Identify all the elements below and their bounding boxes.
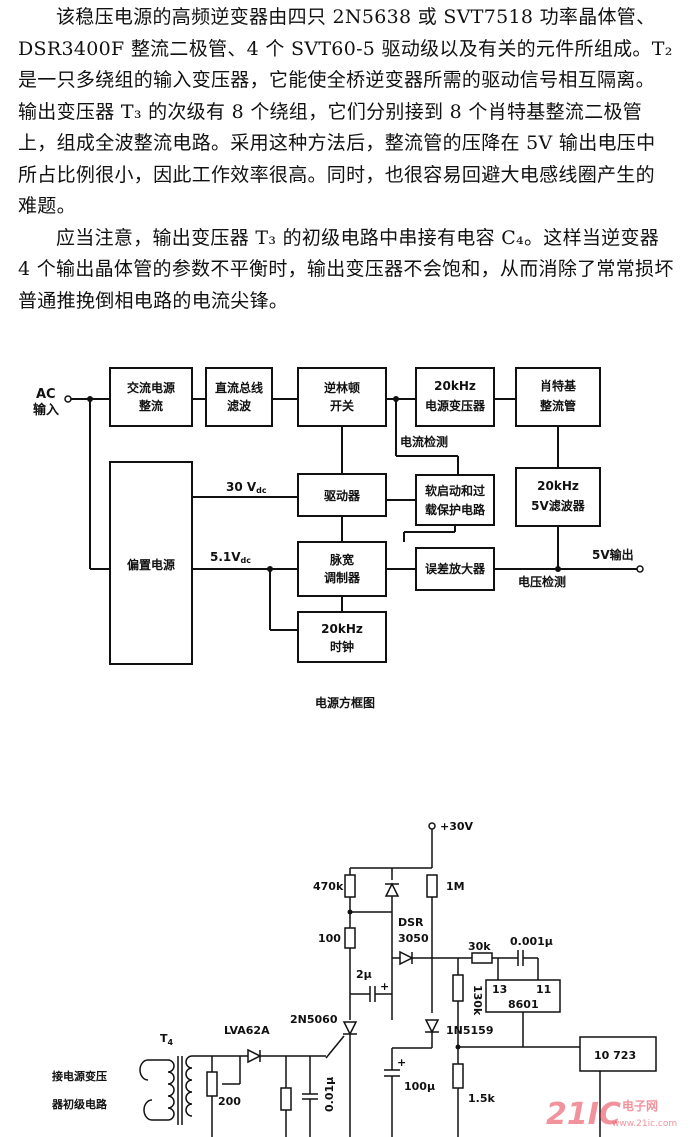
- body-text: 该稳压电源的高频逆变器由四只 2N5638 或 SVT7518 功率晶体管、DS…: [18, 2, 674, 317]
- error-amp-label: 误差放大器: [425, 561, 486, 576]
- ac-rectifier-block: [109, 367, 193, 427]
- clock-label-1: 20kHz: [321, 622, 363, 636]
- resistor-470k-label: 470k: [313, 880, 344, 893]
- dsr-label-2: 3050: [398, 932, 429, 945]
- zener-lva62a: [247, 1048, 262, 1064]
- resistor-1m: [426, 874, 438, 898]
- ac-label: AC: [36, 387, 56, 402]
- ac-terminal: [64, 395, 72, 403]
- watermark-url: www.21ic.com: [612, 1119, 677, 1129]
- v30-label: 30 Vdc: [226, 480, 267, 495]
- svg-text:+: +: [397, 1056, 406, 1069]
- pwm-label-2: 调制器: [324, 570, 361, 585]
- scr-2n5060-label: 2N5060: [290, 1013, 338, 1026]
- soft-start-label-2: 载保护电路: [425, 502, 486, 517]
- resistor-shunt: [280, 1087, 292, 1111]
- bias-supply-label: 偏置电源: [127, 557, 175, 572]
- filter-5v-label-1: 20kHz: [537, 479, 579, 493]
- diode-1n5159: [424, 1019, 440, 1034]
- cap-100u-label: 100μ: [404, 1080, 435, 1093]
- transformer-t4-secondary: [185, 1055, 193, 1117]
- resistor-100: [344, 927, 356, 949]
- resistor-100-label: 100: [318, 932, 341, 945]
- voltage-detect-label: 电压检测: [518, 574, 566, 589]
- pot-200: [206, 1071, 218, 1097]
- ic-pin-13: 13: [492, 983, 507, 996]
- schottky-rectifier-block: [515, 367, 601, 427]
- resistor-130k: [452, 974, 464, 1002]
- diode-dsr3050: [399, 950, 414, 966]
- resistor-30k: [471, 952, 493, 964]
- diode-top: [384, 882, 400, 897]
- ic-723-label: 10 723: [594, 1049, 636, 1062]
- pwm-label-1: 脉宽: [329, 552, 354, 567]
- power-transformer-block: [415, 367, 495, 427]
- connect-label-1: 接电源变压: [52, 1069, 107, 1083]
- paragraph-1: 该稳压电源的高频逆变器由四只 2N5638 或 SVT7518 功率晶体管、DS…: [18, 6, 673, 217]
- ic-pin-11: 11: [536, 983, 551, 996]
- connect-label-2: 器初级电路: [51, 1097, 108, 1111]
- clock-label-2: 时钟: [330, 639, 354, 654]
- schottky-rectifier-label-2: 整流管: [539, 398, 576, 413]
- darlington-switch-label-2: 开关: [330, 398, 354, 413]
- clock-block: [297, 611, 387, 663]
- watermark-cn: 电子网: [622, 1098, 658, 1113]
- bias-supply-block: [109, 461, 193, 665]
- driver-block: [297, 473, 387, 517]
- pot-200-label: 200: [218, 1095, 241, 1108]
- v5-label: 5.1Vdc: [210, 550, 251, 565]
- resistor-1-5k-label: 1.5k: [468, 1092, 495, 1105]
- cap-2u-label: 2μ: [356, 968, 372, 981]
- power-transformer-label-1: 20kHz: [434, 379, 476, 393]
- supply-label: +30V: [440, 820, 474, 833]
- ac-rectifier-label-1: 交流电源: [127, 380, 175, 395]
- cap-0001u-label: 0.001μ: [510, 935, 553, 948]
- ic-8601-label: 8601: [508, 998, 539, 1011]
- filter-5v-block: [515, 467, 601, 527]
- svg-text:+: +: [380, 980, 389, 993]
- transformer-t4-primary: [167, 1059, 175, 1121]
- watermark-logo: 21IC: [546, 1097, 621, 1132]
- darlington-switch-label-1: 逆林顿: [324, 380, 360, 395]
- ac-input-label: 输入: [33, 402, 59, 418]
- ic-8601: [485, 979, 561, 1013]
- resistor-1m-label: 1M: [446, 880, 465, 893]
- output-5v-label: 5V输出: [592, 547, 634, 562]
- soft-start-label-1: 软启动和过: [425, 483, 485, 498]
- output-terminal: [636, 565, 644, 573]
- ac-rectifier-label-2: 整流: [138, 398, 163, 413]
- pwm-block: [297, 541, 387, 597]
- t4-label: T4: [160, 1032, 174, 1047]
- paragraph-2: 应当注意，输出变压器 T₃ 的初级电路中串接有电容 C₄。这样当逆变器 4 个输…: [18, 226, 674, 312]
- dc-bus-filter-label-1: 直流总线: [215, 380, 263, 395]
- dc-bus-filter-block: [205, 367, 273, 427]
- power-transformer-label-2: 电源变压器: [425, 398, 486, 413]
- current-detect-label: 电流检测: [400, 434, 448, 449]
- cap-001u-label: 0.01μ: [323, 1077, 336, 1112]
- resistor-1-5k: [452, 1063, 464, 1089]
- block-diagram: AC 输入 交流电源 整流 直流总线 滤波 逆林顿 开关 20kHz 电源变压器…: [33, 367, 644, 710]
- resistor-130k-label: 130k: [471, 985, 484, 1016]
- soft-start-block: [415, 474, 495, 526]
- resistor-30k-label: 30k: [468, 940, 491, 953]
- driver-label: 驱动器: [324, 489, 361, 503]
- scr-2n5060: [342, 1021, 358, 1036]
- resistor-470k: [344, 874, 356, 898]
- dsr-label-1: DSR: [398, 916, 424, 929]
- dc-bus-filter-label-2: 滤波: [227, 398, 252, 413]
- schottky-rectifier-label-1: 肖特基: [540, 378, 577, 393]
- block-diagram-caption: 电源方框图: [315, 695, 375, 710]
- diode-1n5159-label: 1N5159: [446, 1024, 493, 1037]
- ic-723: [579, 1036, 657, 1072]
- darlington-switch-block: [297, 367, 387, 427]
- filter-5v-label-2: 5V滤波器: [531, 498, 586, 513]
- zener-lva62a-label: LVA62A: [224, 1024, 270, 1037]
